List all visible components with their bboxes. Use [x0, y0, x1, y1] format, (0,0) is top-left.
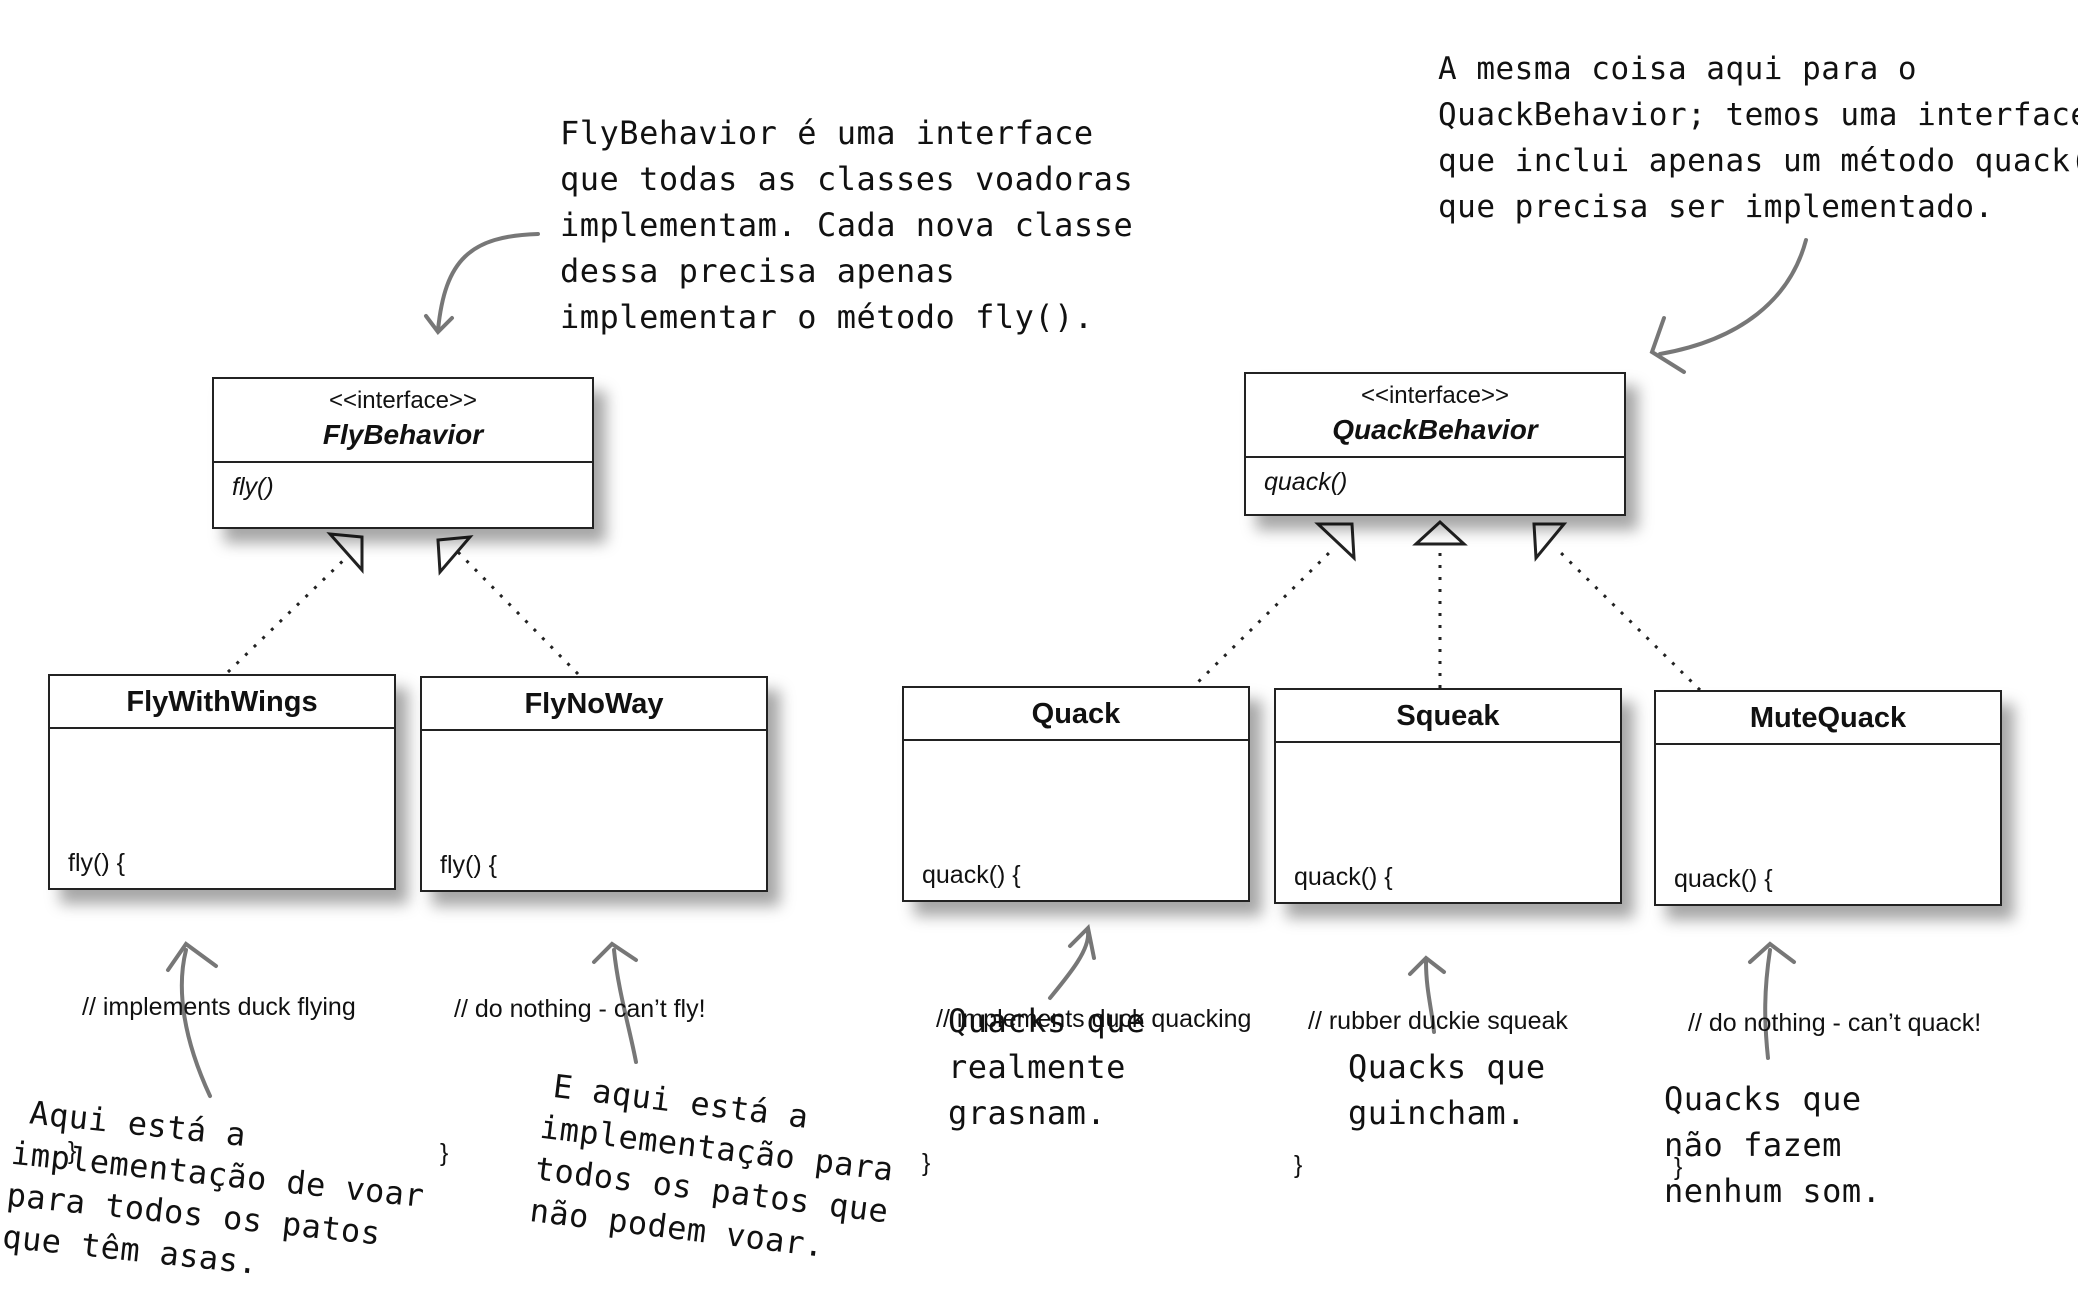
note-arrow: [1658, 238, 1808, 356]
note-line: Quacks que: [1348, 1048, 1546, 1086]
note-line: Quacks que: [948, 1002, 1146, 1040]
interface-name: FlyBehavior: [322, 419, 484, 450]
method-line: quack() {: [922, 861, 1021, 889]
interface-method: quack(): [1264, 468, 1348, 496]
note-line: grasnam.: [948, 1094, 1107, 1132]
note-line: nenhum som.: [1664, 1172, 1882, 1210]
note-line: que inclui apenas um método quack(): [1438, 143, 2078, 179]
note-fly-interface: FlyBehavior é uma interface que todas as…: [560, 110, 1133, 340]
class-box-quack: Quack quack() { // implements duck quack…: [902, 686, 1251, 1177]
note-line: que todas as classes voadoras: [560, 160, 1134, 198]
interface-name: QuackBehavior: [1332, 414, 1538, 445]
note-line: Quacks que: [1664, 1080, 1862, 1118]
method-comment: // implements duck quacking: [936, 1005, 1252, 1033]
note-arrow: [592, 941, 638, 964]
note-arrow: [1424, 960, 1436, 1034]
realization-arrowhead: [1314, 522, 1356, 562]
note-line: A mesma coisa aqui para o: [1438, 51, 1918, 87]
class-name: FlyNoWay: [524, 688, 664, 720]
method-line: quack() {: [1294, 863, 1393, 891]
stereotype-label: <<interface>>: [1360, 382, 1510, 409]
stereotype-label: <<interface>>: [328, 387, 478, 414]
method-comment: // rubber duckie squeak: [1308, 1007, 1568, 1035]
class-box-flywithwings: FlyWithWings fly() { // implements duck …: [48, 674, 396, 1165]
note-arrow: [1068, 923, 1096, 960]
interface-box-quackbehavior: <<interface>> QuackBehavior quack(): [1244, 372, 1626, 516]
method-line: }: [922, 1149, 931, 1177]
note-arrow: [424, 314, 454, 336]
interface-box-flybehavior: <<interface>> FlyBehavior fly(): [212, 377, 594, 529]
note-arrow: [1408, 955, 1446, 976]
note-line: implementar o método fly().: [560, 298, 1094, 336]
method-comment: // do nothing - can’t fly!: [454, 995, 706, 1023]
class-box-mutequack: MuteQuack quack() { // do nothing - can’…: [1654, 690, 2002, 1181]
note-arrow: [612, 948, 638, 1064]
note-line: dessa precisa apenas: [560, 252, 956, 290]
note-arrow: [179, 948, 212, 1098]
note-line: não fazem: [1664, 1126, 1842, 1164]
note-quack: Quacks que realmente grasnam.: [948, 998, 1146, 1136]
method-comment: // implements duck flying: [82, 993, 356, 1021]
class-box-flynoway: FlyNoWay fly() { // do nothing - can’t f…: [420, 676, 768, 1167]
realization-flynoway: [454, 548, 580, 676]
realization-flywithwings: [226, 550, 354, 674]
realization-arrowhead: [436, 535, 474, 576]
note-arrow: [1649, 316, 1686, 374]
realization-mutequack: [1558, 550, 1702, 692]
class-name: MuteQuack: [1749, 702, 1907, 734]
note-line: realmente: [948, 1048, 1126, 1086]
method-line: quack() {: [1674, 865, 1773, 893]
method-line: }: [68, 1137, 77, 1165]
realization-arrowhead: [1412, 519, 1468, 546]
note-mutequack: Quacks que não fazem nenhum som.: [1664, 1076, 1881, 1214]
note-line: guincham.: [1348, 1094, 1526, 1132]
class-name: Quack: [1031, 698, 1121, 730]
interface-method: fly(): [232, 473, 274, 501]
method-line: fly() {: [440, 851, 497, 879]
realization-arrowhead: [1532, 522, 1568, 562]
note-arrow: [166, 941, 218, 972]
note-line: implementam. Cada nova classe: [560, 206, 1134, 244]
note-line: que precisa ser implementado.: [1438, 189, 1994, 225]
note-line: FlyBehavior é uma interface: [560, 114, 1094, 152]
method-line: }: [440, 1139, 449, 1167]
note-quack-interface: A mesma coisa aqui para o QuackBehavior;…: [1438, 46, 2078, 230]
realization-quack: [1188, 550, 1332, 692]
note-arrow: [1763, 948, 1772, 1060]
class-box-squeak: Squeak quack() { // rubber duckie squeak…: [1274, 688, 1622, 1179]
realization-arrowhead: [326, 532, 364, 574]
note-squeak: Quacks que guincham.: [1348, 1044, 1546, 1136]
class-name: FlyWithWings: [126, 686, 318, 718]
method-line: fly() {: [68, 849, 125, 877]
method-line: }: [1294, 1151, 1303, 1179]
note-line: QuackBehavior; temos uma interface: [1438, 97, 2078, 133]
method-comment: // do nothing - can’t quack!: [1688, 1009, 1982, 1037]
note-arrow: [436, 232, 540, 332]
method-line: }: [1674, 1153, 1683, 1181]
note-arrow: [1748, 941, 1796, 964]
class-name: Squeak: [1396, 700, 1500, 732]
